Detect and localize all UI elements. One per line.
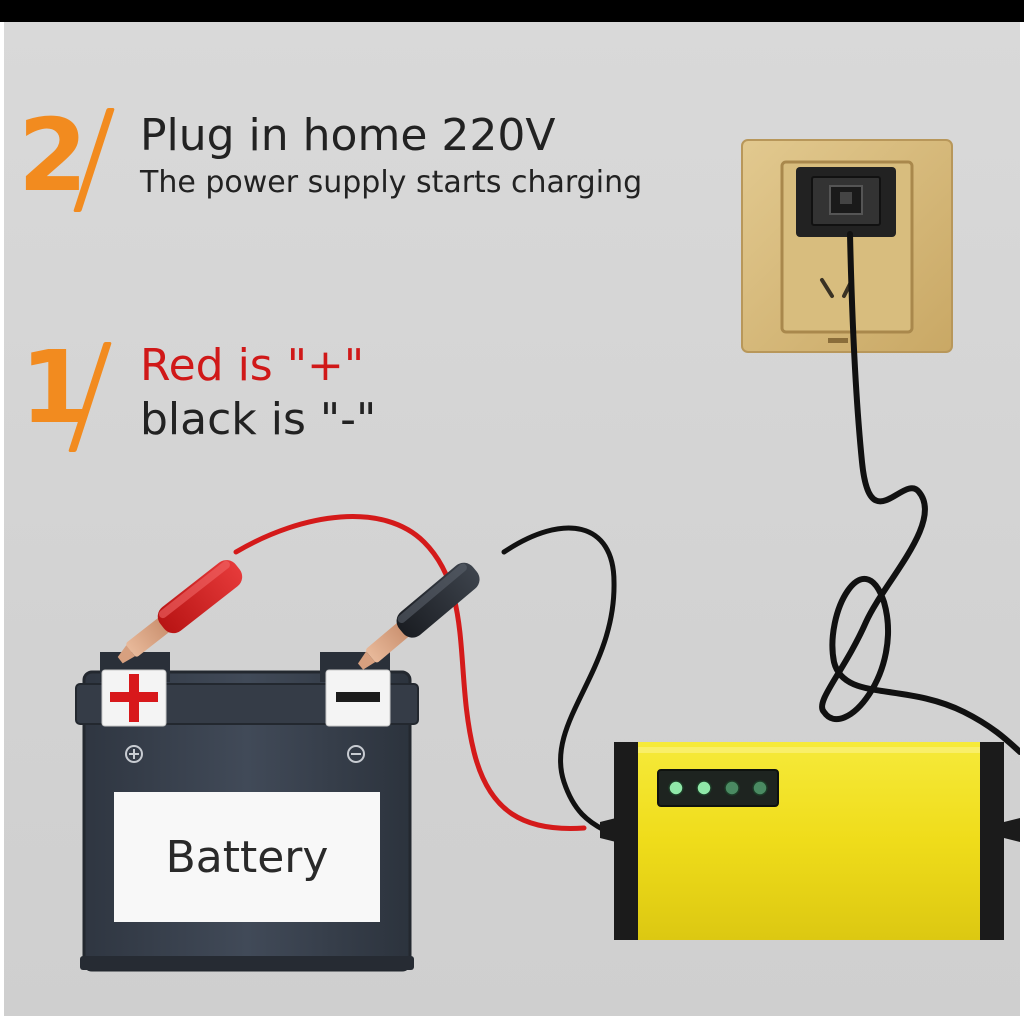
indicator-led bbox=[696, 780, 712, 796]
small-negative-mark bbox=[347, 745, 365, 763]
alligator-clip-icon bbox=[117, 560, 243, 664]
power-cord bbox=[819, 231, 1020, 755]
negative-terminal bbox=[325, 669, 391, 727]
small-positive-mark bbox=[125, 745, 143, 763]
top-black-bar bbox=[0, 0, 1024, 22]
indicator-led bbox=[752, 780, 768, 796]
alligator-clip-icon bbox=[357, 562, 480, 670]
step-1-red-line: Red is "+" bbox=[140, 340, 365, 391]
step-1-black-line: black is "-" bbox=[140, 394, 377, 445]
power-outlet-icon bbox=[741, 139, 953, 353]
red-cable bbox=[233, 514, 587, 831]
positive-terminal bbox=[101, 669, 167, 727]
battery-label: Battery bbox=[114, 792, 380, 922]
indicator-led bbox=[724, 780, 740, 796]
step-2-title: Plug in home 220V bbox=[140, 110, 556, 161]
charger-indicator-leds bbox=[668, 780, 768, 796]
charger-icon bbox=[600, 742, 1020, 940]
black-cable bbox=[501, 525, 617, 833]
step-2-number: 2 bbox=[18, 97, 88, 214]
step-2-subtitle: The power supply starts charging bbox=[140, 165, 643, 200]
indicator-led bbox=[668, 780, 684, 796]
instruction-panel: 2 Plug in home 220V The power supply sta… bbox=[4, 22, 1020, 1016]
